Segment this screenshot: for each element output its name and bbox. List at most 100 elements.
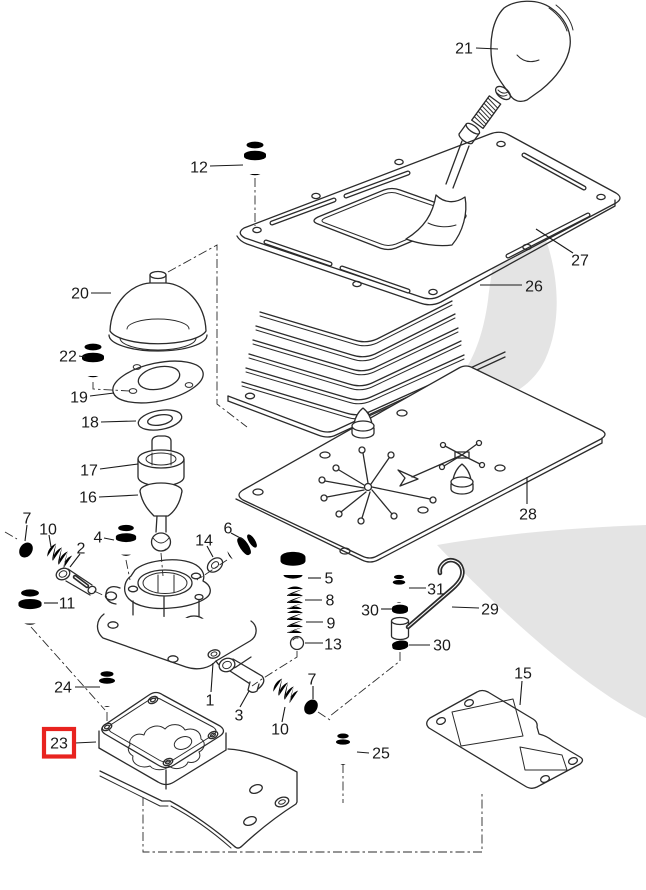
leader-line-18: [100, 420, 137, 423]
part-5-plug-bolt: [280, 551, 306, 579]
callout-4[interactable]: 4: [94, 530, 103, 547]
rubber-stopper-left: [351, 407, 375, 439]
cover-bracket-plate: [99, 748, 298, 849]
callout-7[interactable]: 7: [23, 511, 32, 528]
callout-3[interactable]: 3: [235, 708, 244, 725]
part-2-pin: [55, 567, 97, 596]
leader-line-2: [69, 553, 81, 568]
lever-upper-shaft: [445, 140, 470, 189]
callout-27[interactable]: 27: [571, 253, 589, 270]
callout-31[interactable]: 31: [427, 582, 445, 599]
callout-8[interactable]: 8: [326, 593, 335, 610]
callout-13[interactable]: 13: [324, 637, 342, 654]
part-17-bushing: [137, 435, 185, 487]
leader-line-27: [535, 228, 574, 254]
leader-line-7: [24, 524, 28, 542]
leader-line-23: [74, 741, 97, 744]
leader-line-19: [89, 392, 115, 397]
callout-30[interactable]: 30: [433, 638, 451, 655]
callout-2[interactable]: 2: [77, 541, 86, 558]
part-28-guide-plate: [235, 365, 606, 563]
part-8-spring: [286, 586, 303, 609]
watermark-swoosh-lower: [437, 525, 646, 718]
callout-10[interactable]: 10: [39, 522, 57, 539]
leader-line-10: [48, 534, 52, 548]
callout-18[interactable]: 18: [81, 415, 99, 432]
callout-26[interactable]: 26: [525, 279, 543, 296]
part-14-washer: [206, 557, 224, 573]
part-12-bolt: [244, 141, 266, 176]
highlight-box-23: [41, 726, 77, 759]
part-16-lever-lower: [139, 482, 183, 552]
leader-line-1: [210, 662, 214, 693]
part-1-housing: [96, 559, 257, 670]
knob-body: [490, 0, 571, 102]
callout-1[interactable]: 1: [206, 693, 215, 710]
pipe-spacer: [390, 616, 410, 641]
part-11-bolt: [18, 589, 42, 625]
callout-25[interactable]: 25: [372, 746, 390, 763]
part-9-spring: [286, 610, 303, 633]
rubber-stopper-right: [450, 463, 474, 495]
part-30-washer-lower: [391, 639, 409, 651]
part-29-pipe: [405, 558, 465, 630]
callout-17[interactable]: 17: [80, 463, 98, 480]
cover-pocket: [127, 724, 205, 771]
leader-line-15: [519, 680, 523, 706]
knob-socket: [494, 85, 512, 101]
centerlines: [4, 178, 483, 853]
leader-line-21: [475, 47, 499, 50]
callout-9[interactable]: 9: [327, 616, 336, 633]
part-13-ball: [289, 635, 305, 651]
callout-23[interactable]: 23: [50, 736, 68, 753]
part-15-gasket: [426, 689, 584, 789]
part-3-pin: [218, 657, 265, 693]
leader-line-22: [78, 355, 86, 358]
part-21-shift-knob-and-lever: [405, 0, 574, 247]
part-23-cover: [98, 691, 298, 849]
leader-line-12: [209, 164, 244, 167]
part-30-washer-upper: [392, 604, 408, 614]
line-art: [16, 0, 621, 849]
callout-15[interactable]: 15: [514, 666, 532, 683]
part-24-screw: [99, 671, 115, 707]
callout-28[interactable]: 28: [519, 507, 537, 524]
part-19-gasket: [112, 360, 204, 404]
callout-14[interactable]: 14: [195, 533, 213, 550]
part-22-bolt: [82, 343, 104, 378]
callout-19[interactable]: 19: [70, 390, 88, 407]
part-4-bolt: [115, 524, 137, 556]
leader-line-10: [281, 706, 286, 723]
callout-29[interactable]: 29: [481, 602, 499, 619]
leader-line-14: [206, 545, 214, 558]
part-7-cap-left: [16, 539, 36, 561]
callout-24[interactable]: 24: [54, 680, 72, 697]
callout-21[interactable]: 21: [455, 41, 473, 58]
callout-22[interactable]: 22: [59, 349, 77, 366]
callout-30[interactable]: 30: [361, 603, 379, 620]
part-18-o-ring: [137, 409, 183, 431]
callout-16[interactable]: 16: [79, 490, 97, 507]
callout-5[interactable]: 5: [325, 571, 334, 588]
callout-6[interactable]: 6: [224, 521, 233, 538]
callout-7[interactable]: 7: [308, 672, 317, 689]
boot-funnel: [405, 194, 467, 247]
callout-11[interactable]: 11: [59, 596, 76, 613]
part-31-screw: [392, 574, 406, 603]
leader-line-3: [239, 690, 250, 708]
leader-line-25: [356, 751, 370, 754]
part-25-screw: [335, 733, 351, 765]
callout-20[interactable]: 20: [71, 286, 89, 303]
threaded-stud: [471, 95, 502, 130]
leader-line-17: [99, 463, 139, 470]
callout-12[interactable]: 12: [190, 160, 208, 177]
leader-line-16: [98, 494, 139, 498]
part-10-spring-right: [271, 677, 299, 703]
callout-10[interactable]: 10: [271, 722, 289, 739]
shift-pattern-small-star: [411, 439, 486, 478]
part-7-cap-right: [301, 696, 321, 718]
part-10-spring-left: [45, 542, 73, 568]
